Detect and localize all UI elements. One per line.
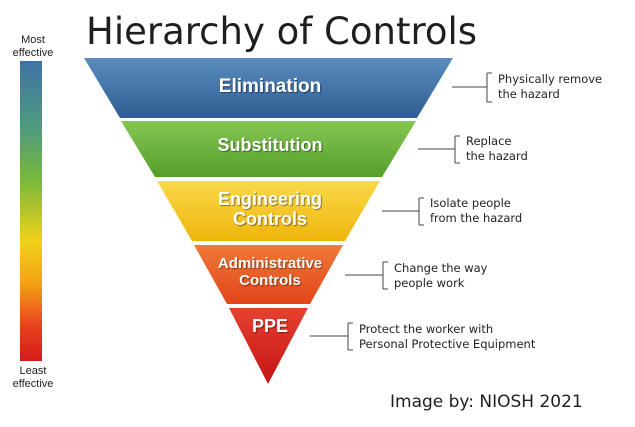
tier-ppe-label: PPE <box>251 316 289 336</box>
tier-engineering-description: Isolate people from the hazard <box>430 196 522 226</box>
effectiveness-scale-bar <box>20 61 42 361</box>
tier-substitution-description-line-1: Replace <box>466 134 512 148</box>
tier-substitution-label: Substitution <box>217 135 323 155</box>
tier-administrative-label: Administrative Controls <box>190 255 350 290</box>
tier-ppe-description-line-2: Personal Protective Equipment <box>359 337 536 351</box>
page-title: Hierarchy of Controls <box>86 10 478 53</box>
connector-engineering <box>382 197 424 226</box>
tier-elimination-description-line-2: the hazard <box>498 87 560 101</box>
tier-engineering-label-line-1: Engineering <box>217 189 322 209</box>
image-credit: Image by: NIOSH 2021 <box>390 392 583 412</box>
tier-administrative-description: Change the way people work <box>394 261 487 291</box>
tier-substitution-band <box>121 121 416 177</box>
connector-administrative <box>345 261 388 290</box>
tier-administrative-description-line-2: people work <box>394 276 465 290</box>
tier-administrative-band <box>194 245 343 304</box>
tier-ppe-description: Protect the worker with Personal Protect… <box>359 322 535 352</box>
tier-ppe-description-line-1: Protect the worker with <box>359 322 494 336</box>
tier-engineering-label: Engineering Controls <box>170 189 370 229</box>
tier-engineering-description-line-2: from the hazard <box>430 211 523 225</box>
tier-elimination-description: Physically remove the hazard <box>498 72 602 102</box>
tier-elimination-label: Elimination <box>218 76 322 97</box>
tier-engineering-band <box>157 181 380 241</box>
tier-substitution-description-line-2: the hazard <box>466 149 528 163</box>
tier-administrative-label-line-1: Administrative <box>217 255 323 272</box>
most-effective-label: Most effective <box>12 34 54 59</box>
tier-engineering-label-line-2: Controls <box>233 209 307 230</box>
connector-elimination <box>452 72 492 103</box>
connector-ppe <box>310 322 353 351</box>
tier-administrative-description-line-1: Change the way <box>394 261 488 275</box>
tier-administrative-label-line-2: Controls <box>239 271 301 289</box>
tier-engineering-description-line-1: Isolate people <box>430 196 511 210</box>
tier-ppe-band <box>229 308 308 384</box>
least-effective-label: Least effective <box>12 365 54 390</box>
connector-substitution <box>418 135 460 164</box>
tier-elimination-band <box>84 58 453 118</box>
tier-elimination-description-line-1: Physically remove <box>498 72 603 86</box>
tier-substitution-description: Replace the hazard <box>466 134 528 164</box>
